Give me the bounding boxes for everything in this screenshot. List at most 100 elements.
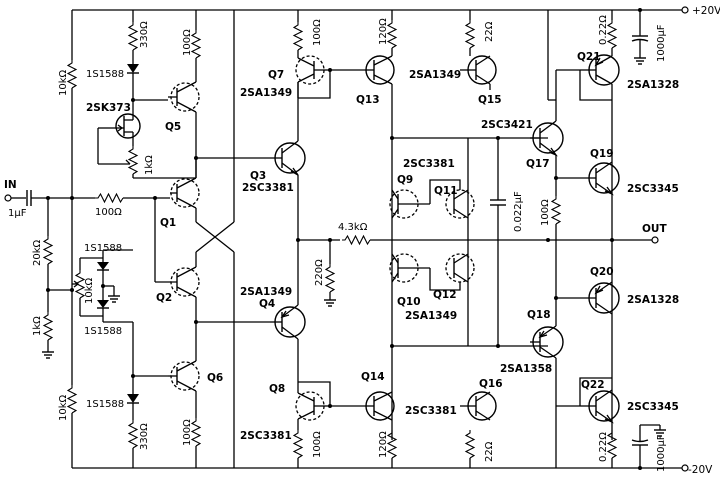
r-100-q7-label: 100Ω xyxy=(312,19,323,46)
q5-jfet-body xyxy=(115,113,141,139)
diode-bottom-label: 1S1588 xyxy=(86,399,124,410)
q8-part-label: 2SC3381 xyxy=(240,430,292,442)
upper-ccs: 330Ω 1S1588 2SK373 1kΩ xyxy=(86,10,196,179)
c-top-label: 1000μF xyxy=(656,24,667,62)
r-330-top-label: 330Ω xyxy=(139,21,150,48)
q13-name-label: Q13 xyxy=(356,94,380,106)
q14-q16-part-label: 2SC3381 xyxy=(405,405,457,417)
q6-name-label: Q6 xyxy=(207,372,223,384)
r-100-in-label: 100Ω xyxy=(95,207,122,218)
negative-rail-label: -20V xyxy=(688,464,713,476)
r-330-bottom-label: 330Ω xyxy=(139,423,150,450)
q12-name-label: Q12 xyxy=(433,289,457,301)
center-network: Q9 2SC3381 Q11 Q10 2SA1349 Q12 0.022μF xyxy=(389,136,548,348)
positive-rail-label: +20V xyxy=(692,5,720,17)
output-terminal xyxy=(651,236,659,244)
input-label: IN xyxy=(4,179,17,191)
q4-name-label: Q4 xyxy=(259,298,275,310)
q3-transistor: Q3 2SC3381 xyxy=(242,98,306,240)
q18-part-label: 2SA1358 xyxy=(500,363,552,375)
q1-name-label: Q1 xyxy=(160,217,176,229)
r-10k-trim-label: 10kΩ xyxy=(84,277,95,304)
r-4k3-label: 4.3kΩ xyxy=(338,222,368,233)
q20-part-label: 2SA1328 xyxy=(627,294,679,306)
r-120-q14-label: 120Ω xyxy=(378,431,389,458)
diode-mid2 xyxy=(97,300,109,308)
diode-mid1-label: 1S1588 xyxy=(84,243,122,254)
diode-top-label: 1S1588 xyxy=(86,69,124,80)
q20-transistor: Q20 2SA1328 xyxy=(588,266,679,315)
q22-name-label: Q22 xyxy=(581,379,605,391)
q21-part-label: 2SA1328 xyxy=(627,79,679,91)
r-22-q16-label: 22Ω xyxy=(484,441,495,462)
q6-transistor: Q6 100Ω xyxy=(168,322,223,468)
input-stage: IN 1μF 100Ω 20kΩ 1kΩ 10kΩ xyxy=(4,179,170,359)
r-120-q13-label: 120Ω xyxy=(378,18,389,45)
q5-name-label: Q5 xyxy=(165,121,181,133)
q5-transistor: 100Ω Q5 xyxy=(165,10,201,178)
q12-body xyxy=(445,253,475,283)
q3-name-label: Q3 xyxy=(250,170,266,182)
q18-transistor: Q18 2SA1358 xyxy=(500,296,590,468)
q5-part-label: 2SK373 xyxy=(86,102,131,114)
q18-name-label: Q18 xyxy=(527,309,551,321)
q14-transistor: Q14 120Ω xyxy=(361,371,397,468)
q2-transistor: Q2 xyxy=(155,266,270,324)
power-rails: +20V -20V xyxy=(72,5,720,476)
q8-transistor: Q8 2SC3381 100Ω xyxy=(240,381,366,468)
c-in-label: 1μF xyxy=(8,208,27,219)
q15-name-label: Q15 xyxy=(478,94,502,106)
r-100-q6-label: 100Ω xyxy=(182,419,193,446)
q17-transistor: 2SC3421 Q17 100Ω xyxy=(481,100,590,326)
r-022-bottom-label: 0.22Ω xyxy=(598,432,609,462)
negative-rail-terminal xyxy=(681,464,689,472)
bias-divider: 10kΩ 10kΩ xyxy=(58,10,77,468)
c-bottom-label: 1000μF xyxy=(656,434,667,472)
c-comp-label: 0.022μF xyxy=(513,191,524,232)
r-10k-top-label: 10kΩ xyxy=(58,69,69,96)
q4-part-label: 2SA1349 xyxy=(240,286,292,298)
r-220-label: 220Ω xyxy=(314,259,325,286)
r-10k-bottom-label: 10kΩ xyxy=(58,394,69,421)
diode-mid1 xyxy=(97,262,109,270)
output-network: 220Ω 4.3kΩ OUT xyxy=(298,222,667,307)
q2-name-label: Q2 xyxy=(156,292,172,304)
r-022-top-label: 0.22Ω xyxy=(598,15,609,45)
q17-name-label: Q17 xyxy=(526,158,550,170)
output-label: OUT xyxy=(642,223,667,235)
q13-q15-part-label: 2SA1349 xyxy=(409,69,461,81)
diode-mid2-label: 1S1588 xyxy=(84,326,122,337)
q7-name-label: Q7 xyxy=(268,69,284,81)
q16-name-label: Q16 xyxy=(479,378,503,390)
q21-name-label: Q21 xyxy=(577,51,601,63)
q15-transistor: 22Ω 2SA1349 Q15 xyxy=(409,10,502,106)
q11-name-label: Q11 xyxy=(434,185,458,197)
q20-name-label: Q20 xyxy=(590,266,614,278)
q22-part-label: 2SC3345 xyxy=(627,401,679,413)
q7-transistor: 100Ω Q7 2SA1349 xyxy=(240,10,366,99)
q21-transistor: 0.22Ω Q21 2SA1328 xyxy=(577,10,679,440)
q11-body xyxy=(445,189,475,219)
q4-transistor: 2SA1349 Q4 xyxy=(240,240,306,382)
q22-transistor: Q22 2SC3345 0.22Ω xyxy=(579,377,679,468)
diode-bottom xyxy=(127,394,139,403)
diode-top xyxy=(127,64,139,73)
r-20k-label: 20kΩ xyxy=(32,239,43,266)
r-22-q15-label: 22Ω xyxy=(484,21,495,42)
r-100-driver-label: 100Ω xyxy=(540,199,551,226)
lower-ccs: 1S1588 330Ω xyxy=(86,322,168,468)
q19-name-label: Q19 xyxy=(590,148,614,160)
positive-rail-terminal xyxy=(681,6,689,14)
r-100-q5-label: 100Ω xyxy=(182,29,193,56)
q3-part-label: 2SC3381 xyxy=(242,182,294,194)
q14-name-label: Q14 xyxy=(361,371,385,383)
q10-part-label: 2SA1349 xyxy=(405,310,457,322)
q19-transistor: Q19 2SC3345 xyxy=(588,148,679,196)
r-1k-bottom-label: 1kΩ xyxy=(32,316,43,336)
q7-part-label: 2SA1349 xyxy=(240,87,292,99)
q16-transistor: 2SC3381 Q16 22Ω xyxy=(405,378,503,468)
r-100-q8-label: 100Ω xyxy=(312,431,323,458)
q9-part-label: 2SC3381 xyxy=(403,158,455,170)
q8-name-label: Q8 xyxy=(269,383,285,395)
